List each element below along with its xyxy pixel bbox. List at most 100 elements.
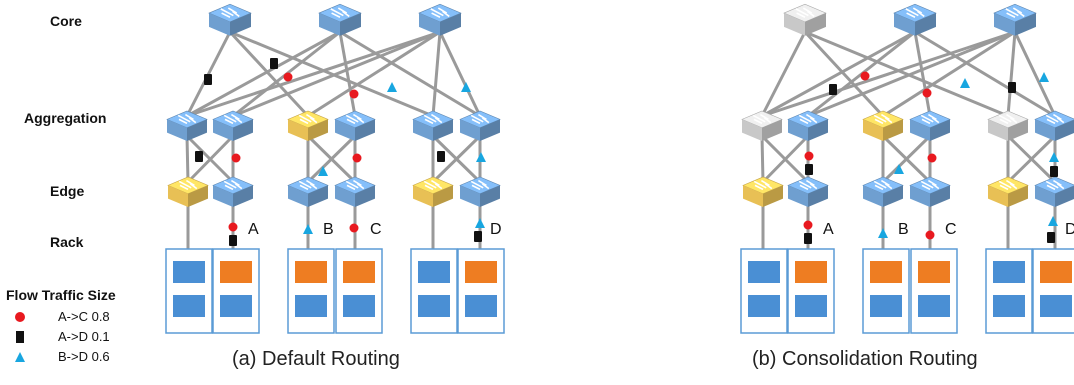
flow-ac-marker (228, 222, 238, 232)
network-switches (166, 3, 1074, 207)
link (306, 30, 442, 118)
rack (985, 248, 1033, 334)
flow-ad-marker (229, 235, 237, 246)
flow-ac-marker (283, 72, 293, 82)
legend-label-ac: A->C 0.8 (58, 309, 110, 324)
edge-switch (212, 176, 254, 207)
core-switch (893, 3, 937, 36)
edge-switch (167, 176, 209, 207)
flow-bd-marker (476, 152, 486, 162)
rack (740, 248, 788, 334)
flow-legend: Flow Traffic Size A->C 0.8 A->D 0.1 B->D… (6, 287, 116, 367)
aggregation-switch (862, 110, 904, 141)
flow-ac-marker (925, 230, 935, 240)
flow-ad-marker (1047, 232, 1055, 243)
link (185, 30, 342, 118)
flow-bd-marker (878, 228, 888, 238)
edge-switch (987, 176, 1029, 207)
aggregation-switch (212, 110, 254, 141)
link (431, 134, 482, 184)
flow-ac-marker (922, 88, 932, 98)
link (806, 30, 1017, 118)
link (913, 30, 1057, 118)
aggregation-switch (459, 110, 501, 141)
flow-ac-marker (352, 153, 362, 163)
edge-switch (334, 176, 376, 207)
link (761, 134, 810, 184)
link (913, 30, 932, 118)
host-label-c: C (370, 221, 382, 238)
rack (1032, 248, 1074, 334)
flow-ac-marker (927, 153, 937, 163)
flow-bd-marker (318, 166, 328, 176)
link (881, 30, 1017, 118)
network-links (185, 30, 1057, 250)
edge-switch (787, 176, 829, 207)
link (338, 30, 357, 118)
link (306, 134, 357, 184)
layer-label-edge: Edge (50, 183, 85, 199)
link (1006, 30, 1017, 118)
edge-switch (412, 176, 454, 207)
link (438, 30, 482, 118)
rack (410, 248, 458, 334)
flow-bd-marker (960, 78, 970, 88)
edge-switch (459, 176, 501, 207)
rack (862, 248, 910, 334)
flow-ac-marker (231, 153, 241, 163)
layer-label-aggregation: Aggregation (24, 110, 107, 126)
edge-switch (742, 176, 784, 207)
edge-switch (862, 176, 904, 207)
link (185, 30, 442, 118)
flow-ad-marker (270, 58, 278, 69)
link (228, 30, 435, 118)
edge-switch (909, 176, 951, 207)
flow-ac-marker (349, 89, 359, 99)
black-square-icon (16, 331, 24, 343)
aggregation-switch (787, 110, 829, 141)
legend-label-ad: A->D 0.1 (58, 329, 110, 344)
host-label-d: D (490, 221, 502, 238)
core-switch (208, 3, 252, 36)
host-label-b: B (323, 221, 334, 238)
legend-item-ad: A->D 0.1 (6, 327, 116, 347)
flow-bd-marker (475, 218, 485, 228)
flow-bd-marker (303, 224, 313, 234)
edge-switch (1034, 176, 1074, 207)
rack (335, 248, 383, 334)
rack (787, 248, 835, 334)
flow-ad-marker (1008, 82, 1016, 93)
flow-ac-marker (860, 71, 870, 81)
flow-bd-marker (1049, 152, 1059, 162)
flow-ad-marker (829, 84, 837, 95)
flow-bd-marker (1048, 216, 1058, 226)
aggregation-switch (166, 110, 208, 141)
link (231, 30, 442, 118)
racks (165, 248, 1074, 334)
link (1013, 30, 1057, 118)
host-label-a: A (823, 221, 834, 238)
legend-title: Flow Traffic Size (6, 287, 116, 303)
host-label-d: D (1065, 221, 1074, 238)
caption-default-routing: (a) Default Routing (232, 348, 400, 370)
link (760, 134, 765, 184)
rack (212, 248, 260, 334)
flow-bd-marker (1039, 72, 1049, 82)
link (431, 30, 442, 118)
core-switch (318, 3, 362, 36)
link (185, 134, 190, 184)
link (881, 134, 932, 184)
link (1006, 134, 1057, 184)
host-label-b: B (898, 221, 909, 238)
link (228, 30, 310, 118)
legend-item-bd: B->D 0.6 (6, 347, 116, 367)
core-switch (418, 3, 462, 36)
flow-ad-marker (804, 233, 812, 244)
aggregation-switch (741, 110, 783, 141)
flow-ad-marker (437, 151, 445, 162)
link (803, 30, 1010, 118)
link (186, 134, 235, 184)
host-label-c: C (945, 221, 957, 238)
aggregation-switch (334, 110, 376, 141)
